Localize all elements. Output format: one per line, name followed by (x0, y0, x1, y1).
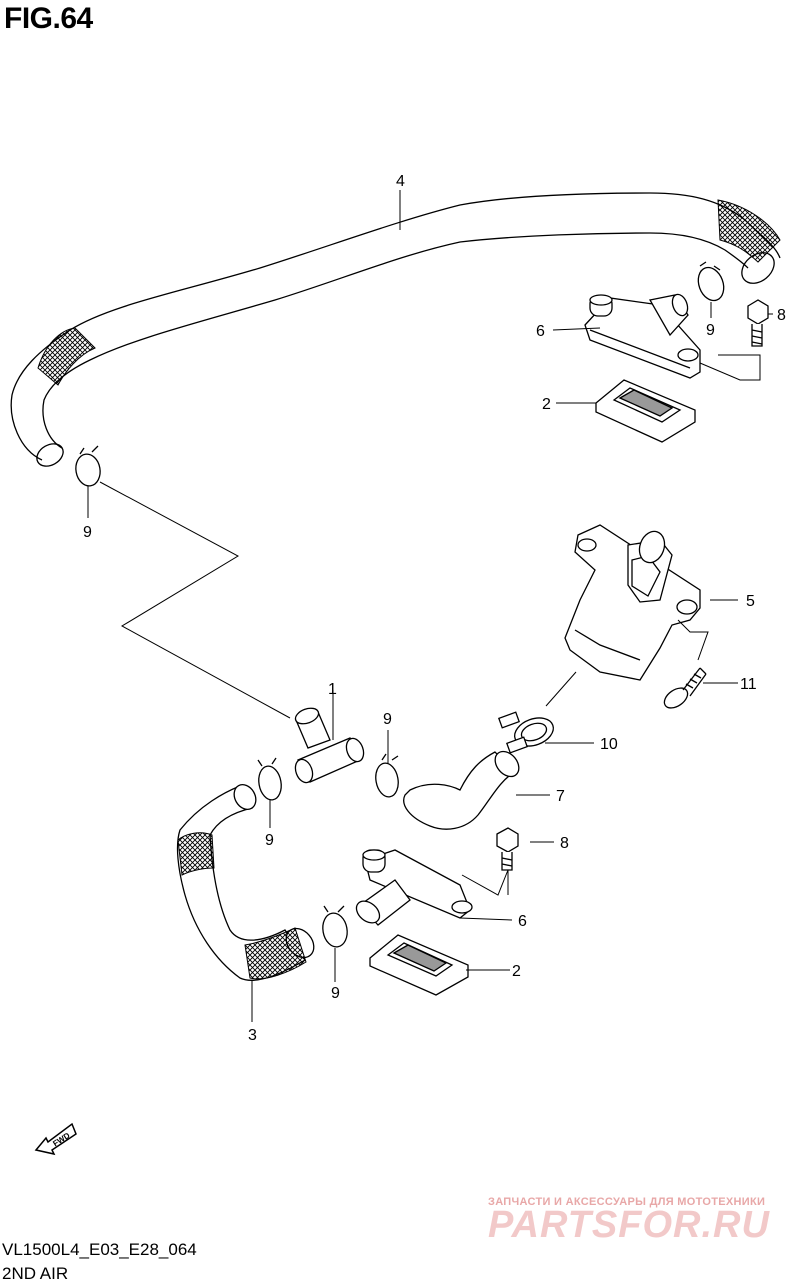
callout-4: 4 (396, 173, 405, 190)
callout-9-mid-left: 9 (265, 832, 274, 849)
leader-lines (87, 190, 773, 1022)
hose-clamp-10 (497, 711, 554, 754)
section-title: 2ND AIR (2, 1264, 69, 1283)
hose-4-mesh-right (717, 199, 781, 263)
reed-valve-gasket-lower (369, 934, 469, 996)
hose-3-mesh-upper (177, 832, 215, 876)
watermark-brand: PARTSFOR.RU (488, 1204, 770, 1246)
control-valve-5 (564, 524, 701, 681)
model-code: VL1500L4_E03_E28_064 (2, 1240, 197, 1259)
clamp-9-mid-left (257, 757, 282, 801)
t-joint-1 (294, 707, 365, 784)
callout-5: 5 (746, 593, 755, 610)
bolt-8-lower (496, 827, 519, 871)
callout-6-lower: 6 (518, 913, 527, 930)
callout-7: 7 (556, 788, 565, 805)
callout-9-lower: 9 (331, 985, 340, 1002)
clamp-9-upper-right (697, 261, 725, 302)
callout-6-upper: 6 (536, 323, 545, 340)
callout-3: 3 (248, 1027, 257, 1044)
callout-1: 1 (328, 681, 337, 698)
callout-11: 11 (740, 676, 757, 693)
hose-3-mesh-lower (244, 927, 307, 980)
callout-2-upper: 2 (542, 396, 551, 413)
clamp-9-mid-right (375, 753, 399, 798)
reed-valve-gasket-upper (595, 379, 696, 443)
fwd-arrow-icon: FWD (34, 1122, 77, 1156)
callout-9-upper-right: 9 (706, 322, 715, 339)
callout-2-lower: 2 (512, 963, 521, 980)
callout-9-left: 9 (83, 524, 92, 541)
bolt-8-upper (747, 299, 769, 347)
callout-10: 10 (600, 736, 618, 753)
reed-valve-cover-lower (355, 849, 473, 926)
clamp-9-lower (322, 905, 348, 948)
reed-valve-cover-upper (584, 293, 701, 379)
hose-7 (403, 750, 520, 830)
callout-9-mid-right: 9 (383, 711, 392, 728)
callout-8-upper: 8 (777, 307, 786, 324)
figure-label: FIG.64 (4, 2, 93, 35)
watermark-tagline: ЗАПЧАСТИ И АКСЕССУАРЫ ДЛЯ МОТОТЕХНИКИ (488, 1196, 766, 1208)
callout-8-lower: 8 (560, 835, 569, 852)
hose-4-mesh-left (37, 327, 96, 386)
clamp-9-left (75, 445, 101, 487)
screw-11 (663, 667, 707, 709)
